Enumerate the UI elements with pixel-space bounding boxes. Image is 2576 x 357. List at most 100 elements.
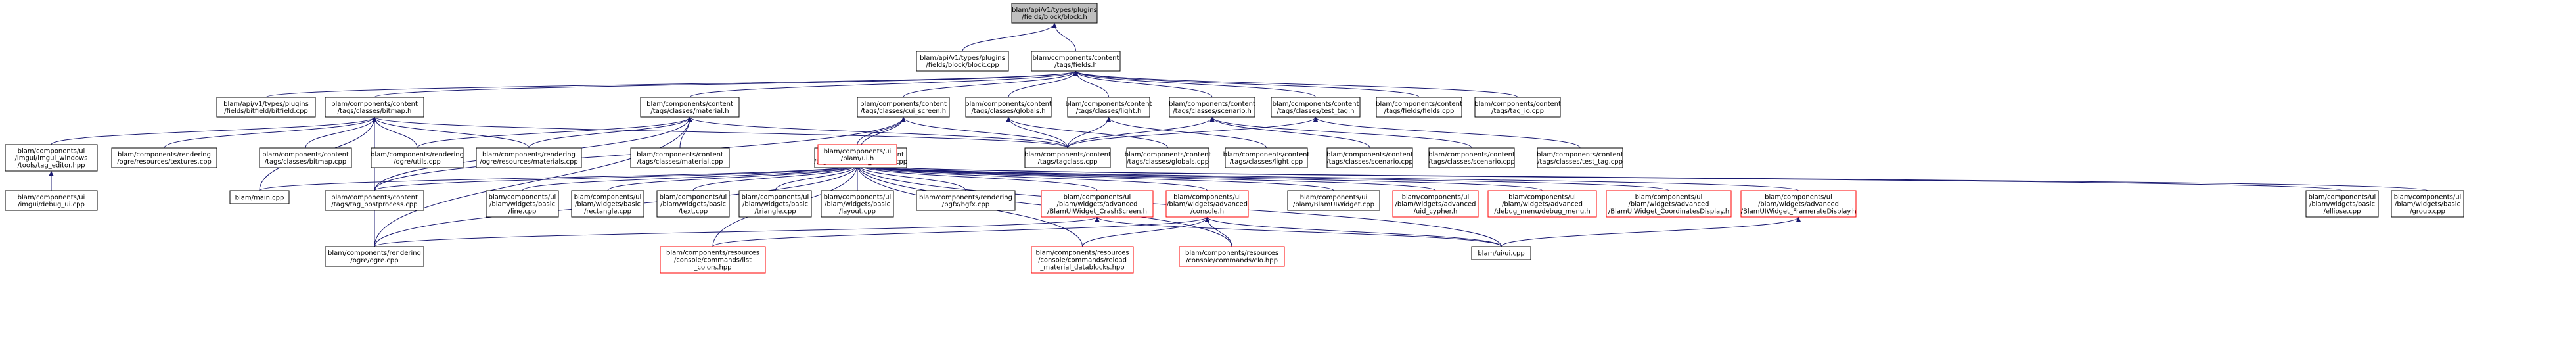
file-node[interactable]: blam/ui/ui.cpp	[1471, 246, 1531, 260]
file-node[interactable]: blam/api/v1/types/plugins/fields/bitfiel…	[216, 97, 316, 118]
file-node-label: /text.cpp	[679, 208, 708, 216]
file-node-label: /bgfx/bgfx.cpp	[942, 201, 989, 208]
file-node[interactable]: blam/components/ui/blam/widgets/advanced…	[1487, 190, 1597, 218]
file-node[interactable]: blam/components/content/tags/classes/glo…	[965, 97, 1052, 118]
file-node-label: blam/components/ui	[1765, 194, 1832, 201]
file-node[interactable]: blam/components/ui/blam/widgets/basic/li…	[486, 190, 559, 218]
edge-n46-to-n37	[712, 216, 1209, 247]
file-node[interactable]: blam/components/ui/blam/widgets/basic/el…	[2305, 190, 2379, 218]
file-node-box	[229, 190, 290, 204]
file-node-label: /blam/widgets/basic	[742, 201, 808, 208]
file-node[interactable]: blam/components/content/tags/fields/fiel…	[1376, 97, 1462, 118]
file-node[interactable]: blam/components/content/tags/classes/lig…	[1223, 147, 1310, 168]
file-node[interactable]: blam/api/v1/types/plugins/fields/block/b…	[1011, 3, 1098, 24]
file-node[interactable]: blam/components/content/tags/classes/lig…	[1066, 97, 1152, 118]
file-node-label: blam/api/v1/types/plugins	[1012, 7, 1097, 14]
file-node[interactable]: blam/components/content/tags/tagclass.cp…	[1024, 147, 1111, 168]
edge-n17-to-n4	[372, 116, 530, 149]
file-node-label: blam/components/ui	[18, 194, 85, 201]
file-node-label: /tags/classes/scenario.cpp	[1326, 158, 1412, 166]
file-node-label: /BlamUIWidget_CoordinatesDisplay.h	[1608, 208, 1729, 216]
file-node-label: blam/components/content	[1326, 151, 1413, 158]
file-node[interactable]: blam/components/content/tags/classes/cui…	[857, 97, 950, 118]
file-node-box	[1225, 147, 1308, 168]
file-node-label: /blam/widgets/advanced	[1502, 201, 1583, 208]
file-node-label: /blam/widgets/basic	[2309, 201, 2375, 208]
file-node-label: blam/components/content	[1537, 151, 1623, 158]
file-node-label: blam/components/content	[331, 101, 418, 108]
file-node-box	[965, 97, 1052, 118]
file-node[interactable]: blam/components/rendering/ogre/utils.cpp	[371, 147, 464, 168]
file-node-label: blam/components/resources	[666, 250, 759, 257]
edge-n47-to-n37	[1082, 216, 1209, 247]
file-node[interactable]: blam/components/ui/blam/widgets/basic/gr…	[2391, 190, 2464, 218]
file-node-label: /BlamUIWidget_CrashScreen.h	[1047, 208, 1147, 216]
file-node[interactable]: blam/components/ui/blam/widgets/basic/te…	[656, 190, 730, 218]
file-node-label: /blam/BlamUIWidget.cpp	[1293, 201, 1374, 208]
file-node-label: blam/components/ui	[660, 194, 727, 201]
file-node-label: blam/components/ui	[2309, 194, 2376, 201]
file-node[interactable]: blam/components/ui/blam/widgets/advanced…	[1165, 190, 1249, 218]
file-node[interactable]: blam/components/ui/blam/widgets/basic/la…	[821, 190, 894, 218]
edge-n21-to-n9	[1067, 116, 1215, 149]
file-node[interactable]: blam/main.cpp	[229, 190, 290, 204]
edge-n12-to-n2	[1073, 70, 1518, 98]
file-node-label: /imgui/debug_ui.cpp	[18, 201, 85, 208]
file-node-label: blam/components/content	[262, 151, 349, 158]
file-node[interactable]: blam/components/rendering/ogre/resources…	[476, 147, 582, 168]
file-node[interactable]: blam/components/content/tags/tag_postpro…	[325, 190, 424, 211]
file-node[interactable]: blam/components/ui/blam/ui.h	[817, 144, 897, 165]
file-node[interactable]: blam/components/ui/blam/widgets/advanced…	[1041, 190, 1154, 218]
edge-n26-to-n10	[1313, 116, 1581, 149]
file-node-label: /rectangle.cpp	[584, 208, 631, 216]
file-node-box	[2391, 190, 2464, 218]
file-node[interactable]: blam/components/content/tags/classes/sce…	[1428, 147, 1515, 168]
file-node[interactable]: blam/components/content/tags/classes/tes…	[1537, 147, 1623, 168]
file-node-label: blam/components/ui	[824, 148, 892, 155]
file-node[interactable]: blam/components/content/tags/fields.h	[1031, 51, 1121, 72]
edge-n38-to-n20	[855, 164, 1334, 191]
edge-n16-to-n5	[417, 116, 692, 149]
edge-n28-to-n20	[259, 164, 860, 191]
file-node[interactable]: blam/components/rendering/ogre/ogre.cpp	[325, 246, 424, 267]
file-node-label: /console/commands/list	[674, 257, 752, 264]
file-node[interactable]: blam/components/content/tags/classes/mat…	[640, 97, 740, 118]
file-node-label: blam/components/resources	[1036, 250, 1129, 257]
file-node[interactable]: blam/components/ui/blam/widgets/advanced…	[1740, 190, 1857, 218]
file-node-box	[1474, 97, 1561, 118]
edge-n31-to-n20	[607, 164, 860, 191]
file-node[interactable]: blam/components/ui/imgui/imgui_windows/t…	[5, 144, 98, 172]
file-node[interactable]: blam/components/content/tags/classes/bit…	[259, 147, 352, 168]
file-node[interactable]: blam/components/ui/blam/widgets/advanced…	[1606, 190, 1732, 218]
file-node[interactable]: blam/components/ui/imgui/debug_ui.cpp	[5, 190, 98, 211]
file-node[interactable]: blam/components/content/tags/classes/glo…	[1125, 147, 1211, 168]
file-node[interactable]: blam/components/ui/blam/widgets/basic/re…	[571, 190, 644, 218]
file-node[interactable]: blam/components/content/tags/classes/bit…	[325, 97, 424, 118]
file-node-label: /tags/fields.h	[1054, 62, 1097, 69]
file-node-box	[1487, 190, 1597, 218]
file-node[interactable]: blam/components/resources/console/comman…	[660, 246, 766, 274]
file-node[interactable]: blam/components/content/tags/classes/tes…	[1271, 97, 1361, 118]
file-node[interactable]: blam/components/content/tags/classes/mat…	[630, 147, 730, 168]
file-node[interactable]: blam/components/rendering/bgfx/bgfx.cpp	[916, 190, 1016, 211]
file-node-label: /blam/widgets/basic	[2395, 201, 2460, 208]
file-node-label: blam/components/ui	[1402, 194, 1470, 201]
file-node[interactable]: blam/components/ui/blam/widgets/advanced…	[1392, 190, 1479, 218]
file-node[interactable]: blam/components/resources/console/comman…	[1031, 246, 1134, 274]
file-node[interactable]: blam/components/resources/console/comman…	[1179, 246, 1285, 267]
file-node[interactable]: blam/components/content/tags/classes/sce…	[1169, 97, 1255, 118]
file-node[interactable]: blam/components/rendering/ogre/resources…	[111, 147, 217, 168]
file-node[interactable]: blam/components/content/tags/classes/sce…	[1326, 147, 1413, 168]
edge-n42-to-n20	[855, 164, 1799, 191]
file-node[interactable]: blam/components/content/tags/tag_io.cpp	[1474, 97, 1561, 118]
file-node-box	[1287, 190, 1380, 211]
edge-n49-to-n36	[1095, 216, 1502, 247]
edge-n7-to-n2	[1008, 70, 1078, 98]
file-node[interactable]: blam/components/ui/blam/widgets/basic/tr…	[738, 190, 812, 218]
file-node-label: /tools/tag_editor.hpp	[17, 162, 85, 170]
file-node[interactable]: blam/components/ui/blam/BlamUIWidget.cpp	[1287, 190, 1380, 211]
file-node-box	[476, 147, 582, 168]
file-node[interactable]: blam/api/v1/types/plugins/fields/block/b…	[916, 51, 1009, 72]
edge-n17-to-n5	[528, 116, 692, 149]
file-node-label: /uid_cypher.h	[1414, 208, 1458, 216]
